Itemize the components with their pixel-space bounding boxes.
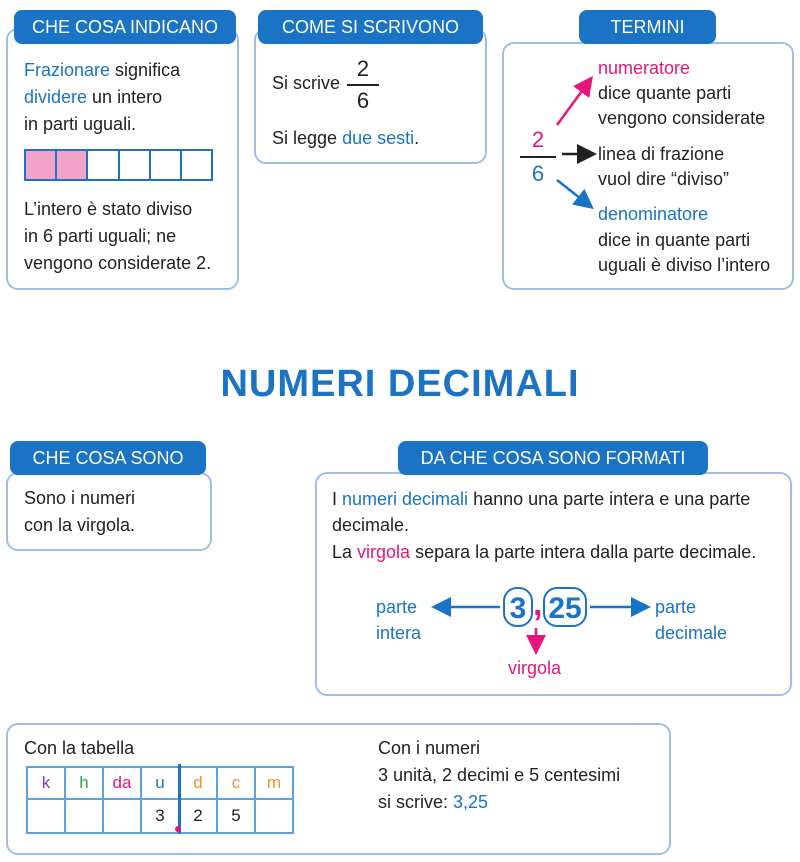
intero-number: 3 — [503, 587, 533, 627]
table-decimal-divider — [178, 764, 181, 834]
decimale-number: 25 — [543, 587, 587, 627]
table-header-cell: m — [254, 766, 294, 800]
table-header-cell: da — [102, 766, 142, 800]
fraction-numerator: 2 — [356, 56, 370, 81]
dividere-term: dividere — [24, 87, 88, 107]
formati-line2: decimale. — [332, 515, 410, 535]
table-value-cell: 5 — [216, 798, 256, 834]
due-sesti-term: due sesti — [342, 128, 415, 148]
numeri-line1: 3 unità, 2 decimi e 5 centesimi — [378, 765, 621, 785]
fraction-2-6: 2 6 — [347, 56, 379, 114]
fraction-bar — [24, 149, 213, 181]
termini-denominator: 6 — [531, 161, 545, 186]
numeri-title: Con i numeri — [378, 738, 481, 758]
table-value-cell: 3 — [140, 798, 180, 834]
indicano-line4: L’intero è stato diviso — [24, 199, 193, 219]
frazionare-term: Frazionare — [24, 60, 111, 80]
table-value-cell — [26, 798, 66, 834]
table-header-cell: u — [140, 766, 180, 800]
fraction-bar-part — [181, 151, 212, 179]
fraction-bar-part — [150, 151, 182, 179]
numeri-line2: si scrive: 3,25 — [378, 792, 489, 812]
numeratore-title: numeratore — [598, 58, 691, 78]
arrow-denominator — [556, 179, 594, 210]
fraction-bar-part — [26, 151, 58, 179]
tab-che-cosa-sono: CHE COSA SONO — [10, 441, 206, 475]
table-value-cell — [102, 798, 142, 834]
table-header-cell: c — [216, 766, 256, 800]
fraction-bar-part — [88, 151, 120, 179]
parte-decimale-label1: parte — [655, 597, 697, 617]
card-formati — [315, 472, 792, 696]
parte-decimale-label2: decimale — [655, 623, 728, 643]
card-che-cosa-sono — [6, 472, 212, 551]
indicano-line1: Frazionare significa — [24, 60, 181, 80]
termini-fraction-line — [520, 156, 556, 158]
termini-fraction: 2 6 — [520, 127, 556, 187]
formati-line1: I numeri decimali hanno una parte intera… — [332, 489, 751, 509]
virgola-label: virgola — [508, 658, 562, 678]
card-come-si-scrivono — [254, 28, 487, 164]
denominatore-desc2: uguali è diviso l’intero — [598, 255, 771, 275]
table-header-cell: h — [64, 766, 104, 800]
linea-title: linea di frazione — [598, 144, 725, 164]
parte-intera-label1: parte — [376, 597, 418, 617]
tab-termini: TERMINI — [579, 10, 716, 44]
sono-line2: con la virgola. — [24, 515, 136, 535]
indicano-line3: in parti uguali. — [24, 114, 137, 134]
comma-mark: , — [533, 585, 543, 623]
card-termini — [502, 42, 794, 290]
table-header-cell: k — [26, 766, 66, 800]
section-title: NUMERI DECIMALI — [220, 363, 580, 405]
numeratore-desc2: vengono considerate — [598, 108, 766, 128]
indicano-line5: in 6 parti uguali; ne — [24, 226, 177, 246]
fraction-bar-part — [119, 151, 151, 179]
numeratore-desc1: dice quante parti — [598, 83, 732, 103]
numeri-decimali-term: numeri decimali — [342, 489, 469, 509]
fraction-denominator: 6 — [356, 88, 370, 113]
virgola-term: virgola — [357, 542, 411, 562]
si-legge-line: Si legge due sesti. — [272, 128, 420, 148]
fraction-line — [347, 84, 379, 86]
sono-line1: Sono i numeri — [24, 488, 136, 508]
table-value-cell — [254, 798, 294, 834]
tab-come-si-scrivono: COME SI SCRIVONO — [258, 10, 483, 44]
tab-che-cosa-indicano: CHE COSA INDICANO — [14, 10, 236, 44]
termini-numerator: 2 — [531, 127, 545, 152]
parte-intera-label2: intera — [376, 623, 422, 643]
fraction-bar-part — [57, 151, 89, 179]
tabella-title: Con la tabella — [24, 738, 135, 758]
table-value-cell — [64, 798, 104, 834]
denominatore-desc1: dice in quante parti — [598, 230, 751, 250]
formati-line3: La virgola separa la parte intera dalla … — [332, 542, 757, 562]
si-scrive-label: Si scrive — [272, 73, 341, 93]
tab-formati: DA CHE COSA SONO FORMATI — [398, 441, 708, 475]
table-header-cell: d — [178, 766, 218, 800]
numeri-result: 3,25 — [453, 792, 489, 812]
table-value-cell: 2 — [178, 798, 218, 834]
indicano-line2: dividere un intero — [24, 87, 163, 107]
indicano-line6: vengono considerate 2. — [24, 253, 212, 273]
arrow-numerator — [555, 75, 593, 126]
denominatore-title: denominatore — [598, 204, 709, 224]
table-comma-mark — [175, 826, 181, 832]
linea-desc: vuol dire “diviso” — [598, 169, 730, 189]
